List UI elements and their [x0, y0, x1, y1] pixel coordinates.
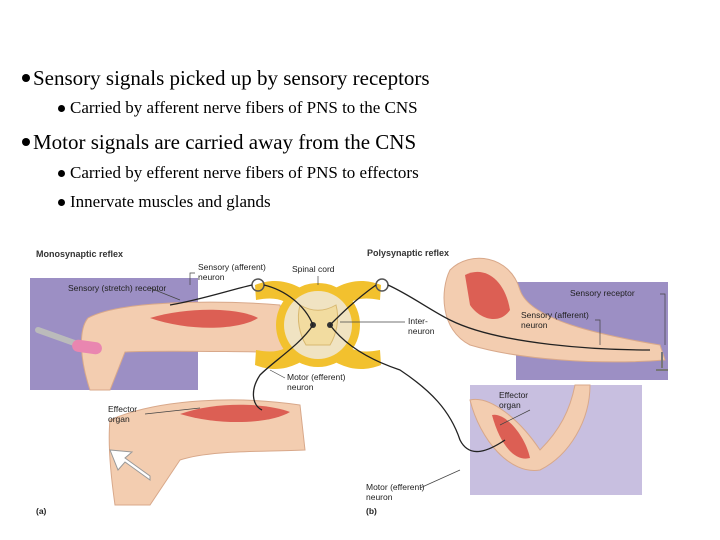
label-motor-efferent-line2: neuron — [287, 382, 314, 392]
bullet-motor-signals: Motor signals are carried away from the … — [22, 130, 416, 155]
kick-arrow-icon — [109, 449, 151, 481]
label-motor-efferent-bottom-line1: Motor (efferent) — [366, 482, 425, 492]
panel-label-b: (b) — [366, 506, 377, 516]
bullet-list: Sensory signals picked up by sensory rec… — [0, 0, 720, 230]
leg-upper-illustration — [80, 301, 286, 391]
label-spinal-cord: Spinal cord — [292, 264, 335, 274]
reflex-hammer-icon — [35, 327, 102, 355]
label-effector-organ-left-line1: Effector — [108, 404, 137, 414]
bullet-icon — [58, 198, 65, 206]
bullet-text: Carried by afferent nerve fibers of PNS … — [70, 98, 418, 117]
poly-reflex-title: Polysynaptic reflex — [367, 248, 449, 258]
bullet-icon — [22, 138, 30, 147]
bullet-text: Motor signals are carried away from the … — [33, 130, 417, 154]
arm-lower-illustration — [469, 384, 591, 471]
panel-label-a: (a) — [36, 506, 47, 516]
label-effector-organ-right-line1: Effector — [499, 390, 528, 400]
bullet-sensory-signals: Sensory signals picked up by sensory rec… — [22, 66, 430, 91]
label-motor-efferent-bottom-line2: neuron — [366, 492, 393, 502]
tack-icon — [656, 352, 668, 371]
neuron-paths — [169, 284, 651, 453]
label-effector-organ-right-line2: organ — [499, 400, 521, 410]
bullet-icon — [58, 169, 65, 177]
label-sensory-afferent-line1: Sensory (afferent) — [198, 262, 266, 272]
label-motor-efferent-line1: Motor (efferent) — [287, 372, 346, 382]
sub-bullet-afferent: Carried by afferent nerve fibers of PNS … — [58, 98, 418, 118]
label-sensory-afferent-line2: neuron — [198, 272, 225, 282]
sub-bullet-innervate: Innervate muscles and glands — [58, 192, 271, 212]
label-effector-organ-left-line2: organ — [108, 414, 130, 424]
bullet-icon — [58, 104, 65, 112]
bullet-text: Sensory signals picked up by sensory rec… — [33, 66, 430, 90]
leader-lines — [144, 272, 666, 489]
bullet-text: Innervate muscles and glands — [70, 192, 271, 211]
spinal-cord-illustration — [251, 278, 389, 370]
mono-reflex-title: Monosynaptic reflex — [36, 249, 123, 259]
label-interneuron-line1: Inter- — [408, 316, 428, 326]
label-sensory-afferent-right-line1: Sensory (afferent) — [521, 310, 589, 320]
label-sensory-afferent-right-line2: neuron — [521, 320, 548, 330]
leg-lower-illustration — [108, 399, 306, 506]
sub-bullet-efferent: Carried by efferent nerve fibers of PNS … — [58, 163, 419, 183]
label-interneuron-line2: neuron — [408, 326, 435, 336]
label-stretch-receptor: Sensory (stretch) receptor — [68, 283, 166, 293]
bullet-icon — [22, 74, 30, 83]
label-sensory-receptor: Sensory receptor — [570, 288, 635, 298]
bullet-text: Carried by efferent nerve fibers of PNS … — [70, 163, 419, 182]
